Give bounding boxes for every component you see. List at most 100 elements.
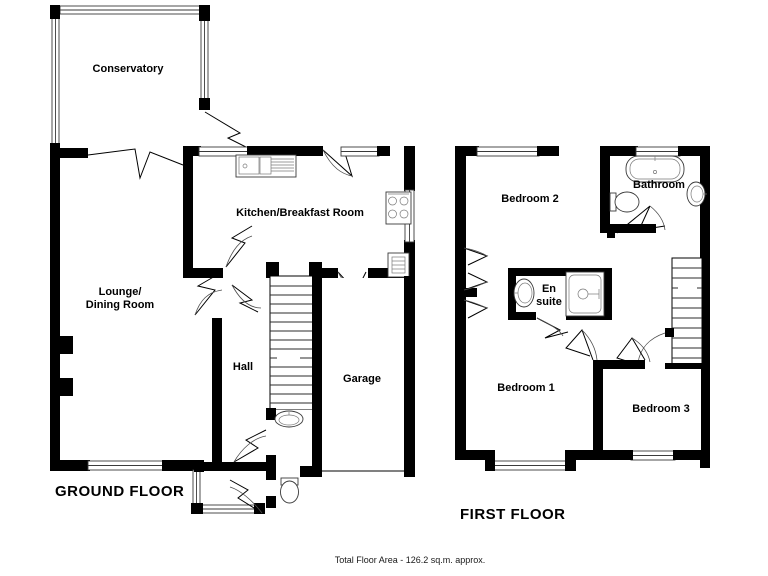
ff-bottom-wall-d xyxy=(573,450,633,460)
wc-wall-left-pier xyxy=(266,408,276,420)
conservatory-post-tl xyxy=(50,5,60,19)
wc-basin-inner xyxy=(278,414,300,426)
landing-door-swing xyxy=(637,332,666,364)
hall-label: Hall xyxy=(233,361,253,373)
ground-floor-title: GROUND FLOOR xyxy=(55,483,184,500)
hob-burner-1 xyxy=(388,196,397,206)
kitchen-breakfast-room: Kitchen/Breakfast Room xyxy=(183,146,415,293)
lounge-label-line1: Lounge/ xyxy=(99,286,142,298)
kitchen-label: Kitchen/Breakfast Room xyxy=(236,207,364,219)
porch-pier-right xyxy=(266,468,276,480)
kitchen-hall-door-swing xyxy=(225,235,253,268)
lounge-conservatory-opening xyxy=(87,148,184,180)
bathroom-toilet-bowl xyxy=(614,191,640,213)
landing-stair-pier xyxy=(665,328,674,337)
bed3-door-leaf xyxy=(616,337,646,367)
bathroom-wall-top-left xyxy=(600,146,638,156)
kitchen-hob-icon xyxy=(385,191,412,225)
porch-pier-right-2 xyxy=(266,496,276,508)
ensuite-wall-right xyxy=(604,268,612,320)
conservatory-label: Conservatory xyxy=(93,63,165,75)
lounge-hall-door-swing xyxy=(194,289,223,316)
kitchen-hall-door-leaf xyxy=(225,225,253,268)
bath-tub-icon xyxy=(625,155,685,183)
ff-bottom-wall-g xyxy=(565,461,576,471)
ff-wall-left-lower xyxy=(455,320,466,460)
landing-wall-left-pier xyxy=(455,288,477,297)
bathroom-door-swing xyxy=(649,205,666,231)
bathroom-door-leaf xyxy=(616,205,666,234)
hob-body xyxy=(385,191,412,225)
bathroom-toilet-icon xyxy=(609,191,640,213)
bathroom-door-pier xyxy=(607,230,615,238)
ff-bottom-wall-e xyxy=(673,450,710,460)
kitchen-floor xyxy=(188,152,414,276)
ff-wall-right xyxy=(700,146,710,468)
conservatory-post-br xyxy=(199,98,210,110)
en-suite-room: En suite xyxy=(455,268,612,339)
porch-post-bl xyxy=(191,503,203,514)
bathroom-room: Bathroom xyxy=(600,146,710,468)
front-door-swing xyxy=(229,486,263,514)
kitchen-wall-stair-pier2 xyxy=(309,262,322,278)
bed2-door-swing xyxy=(463,247,488,257)
ground-floor-plan: Conservatory Lounge/ Dining Room xyxy=(50,5,415,514)
landing-staircase-icon xyxy=(637,257,710,372)
landing-stair-bottom-wall xyxy=(665,363,710,372)
lounge-wall-left xyxy=(50,148,60,470)
kitchen-wall-right-lower xyxy=(404,240,415,278)
garage-label: Garage xyxy=(343,373,381,385)
sink-bowl xyxy=(238,156,260,175)
wc-toilet-bowl xyxy=(280,480,299,504)
kitchen-sink-icon xyxy=(235,154,297,178)
understairs-door-leaf xyxy=(231,284,259,313)
wc-door-leaf xyxy=(233,429,267,463)
bathroom-wall-top-right xyxy=(678,146,710,156)
garage-door-pier-left xyxy=(300,466,322,477)
bedroom-3-floor xyxy=(603,369,701,450)
kitchen-rear-door-swing xyxy=(322,149,353,177)
kitchen-wall-stair-pier xyxy=(266,262,279,278)
ensuite-basin-icon xyxy=(513,278,535,308)
ensuite-wall-top xyxy=(508,268,612,276)
landing-stair-body xyxy=(671,257,703,369)
ff-wall-left-upper xyxy=(455,146,466,321)
garage-door-pier-right xyxy=(404,466,415,477)
lounge-label-line2: Dining Room xyxy=(86,299,155,311)
bed3-door-swing xyxy=(631,337,651,363)
total-floor-area-note: Total Floor Area - 126.2 sq.m. approx. xyxy=(335,555,486,565)
bed2-wall-top-left xyxy=(455,146,479,156)
sink-plughole xyxy=(242,163,248,169)
staircase-body xyxy=(269,275,315,411)
wc-toilet-icon xyxy=(280,477,299,504)
fireplace-lower-pier xyxy=(60,378,73,396)
kitchen-wall-bottom-right xyxy=(320,268,338,278)
lounge-wall-bottom-right xyxy=(162,460,194,471)
porch-wall-join xyxy=(194,460,204,472)
bathroom-basin-inner xyxy=(690,185,704,203)
lounge-hall-door-leaf xyxy=(194,271,223,316)
conservatory-room: Conservatory xyxy=(50,5,248,155)
garage-wall-left xyxy=(312,276,322,474)
kitchen-wall-right-upper xyxy=(404,146,415,191)
ff-bottom-wall-a xyxy=(455,450,487,460)
bed1-bed3-divider xyxy=(593,360,603,460)
kitchen-wall-top-mid xyxy=(247,146,323,156)
bathtub-plug xyxy=(653,170,657,174)
wc-door-swing xyxy=(233,435,267,463)
understairs-door-swing xyxy=(231,284,262,309)
kitchen-wall-left xyxy=(183,148,193,278)
conservatory-post-tr xyxy=(199,5,210,21)
lounge-wall-right xyxy=(212,318,222,466)
garage-room: Garage xyxy=(300,276,415,477)
sink-half-bowl xyxy=(259,156,272,175)
lounge-wall-top-left xyxy=(50,148,88,158)
kitchen-wall-bottom-left xyxy=(183,268,223,278)
bed1-door-swing-lower xyxy=(463,299,488,309)
bathroom-wall-bottom-left xyxy=(600,224,656,233)
hall-floor xyxy=(222,278,272,470)
bedroom-2-label: Bedroom 2 xyxy=(501,193,558,205)
bed2-wall-top-right xyxy=(537,146,559,156)
